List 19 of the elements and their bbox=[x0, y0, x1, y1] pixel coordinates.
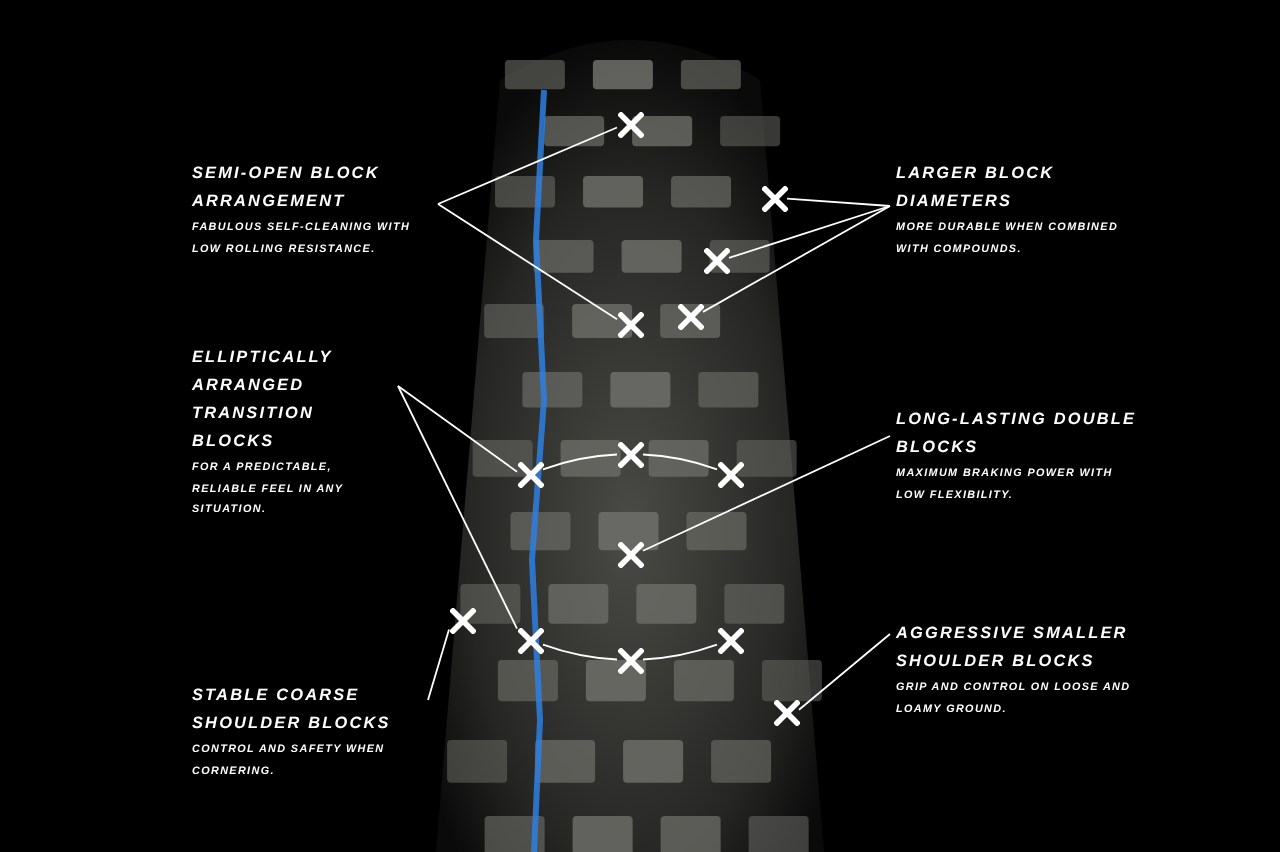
leader-line bbox=[437, 203, 618, 321]
callout-heading: STABLE COARSE SHOULDER BLOCKS bbox=[192, 684, 393, 736]
leader-line bbox=[397, 385, 518, 473]
callout-heading: ELLIPTICALLY ARRANGED TRANSITION BLOCKS bbox=[192, 346, 335, 454]
leader-line bbox=[542, 643, 618, 661]
leader-line bbox=[397, 385, 518, 630]
leader-line bbox=[427, 628, 450, 701]
callout-heading: LARGER BLOCK DIAMETERS bbox=[896, 162, 1057, 214]
leader-line bbox=[542, 453, 618, 471]
leader-line bbox=[642, 643, 718, 661]
leader-line bbox=[642, 453, 718, 471]
leader-line bbox=[798, 633, 891, 711]
leader-line bbox=[642, 435, 891, 552]
callout-heading: SEMI-OPEN BLOCK ARRANGEMENT bbox=[192, 162, 382, 214]
leader-line bbox=[728, 205, 891, 259]
leader-line bbox=[786, 197, 891, 207]
callout-heading: LONG-LASTING DOUBLE BLOCKS bbox=[896, 408, 1139, 460]
callout-heading: AGGRESSIVE SMALLER SHOULDER BLOCKS bbox=[896, 622, 1130, 674]
leader-line bbox=[437, 126, 618, 205]
